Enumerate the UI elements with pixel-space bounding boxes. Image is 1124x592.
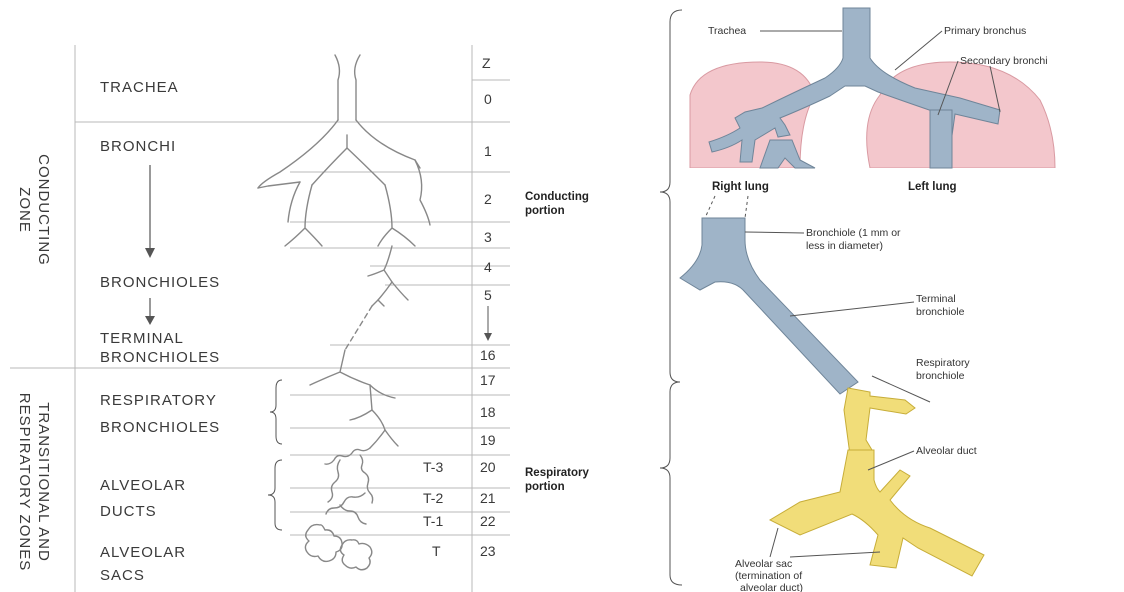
label-alveolar-sac-2: (termination of <box>735 570 802 582</box>
label-respiratory-portion-2: portion <box>525 481 565 493</box>
label-conducting-portion: Conducting <box>525 191 589 203</box>
zone-respiratory-label: TRANSITIONAL AND <box>35 402 52 562</box>
zone-conducting-label-2: ZONE <box>16 187 33 233</box>
left-diagram: CONDUCTING ZONE TRANSITIONAL AND RESPIRA… <box>10 45 510 592</box>
generation-17: 17 <box>480 372 496 388</box>
generation-5: 5 <box>484 287 492 303</box>
label-alveolar-sac: Alveolar sac <box>735 558 792 570</box>
generation-16: 16 <box>480 347 496 363</box>
generation-22: 22 <box>480 513 496 529</box>
airway-tree-outline <box>258 55 430 570</box>
label-trachea: TRACHEA <box>100 79 179 96</box>
label-secondary-bronchi: Secondary bronchi <box>960 55 1048 67</box>
t-label-3: T-3 <box>423 459 443 475</box>
label-terminal-bronchiole: Terminal <box>916 293 956 305</box>
generation-4: 4 <box>484 259 492 275</box>
brace-respiratory-bronchioles <box>270 380 282 444</box>
generation-23: 23 <box>480 543 496 559</box>
right-diagram: Conducting portion Respiratory portion T… <box>525 8 1058 592</box>
label-respiratory-bronchioles: BRONCHIOLES <box>100 419 220 436</box>
label-alveolar-ducts: DUCTS <box>100 503 157 520</box>
label-alveolar-sacs-1: ALVEOLAR <box>100 544 186 561</box>
generation-18: 18 <box>480 404 496 420</box>
z-header: Z <box>482 55 491 71</box>
label-trachea-right: Trachea <box>708 25 746 37</box>
t-label-1: T-1 <box>423 513 443 529</box>
generation-21: 21 <box>480 490 496 506</box>
label-alveolar: ALVEOLAR <box>100 477 186 494</box>
label-primary-bronchus: Primary bronchus <box>944 25 1026 37</box>
label-respiratory-bronchiole-2: bronchiole <box>916 370 965 382</box>
t-label-2: T-2 <box>423 490 443 506</box>
label-bronchioles: BRONCHIOLES <box>100 274 220 291</box>
label-conducting-portion-2: portion <box>525 205 565 217</box>
label-terminal-bronchiole-2: bronchiole <box>916 306 965 318</box>
label-alveolar-duct: Alveolar duct <box>916 445 977 457</box>
t-label-0: T <box>432 543 441 559</box>
generation-19: 19 <box>480 432 496 448</box>
generation-2: 2 <box>484 191 492 207</box>
label-respiratory: RESPIRATORY <box>100 392 217 409</box>
generation-20: 20 <box>480 459 496 475</box>
generation-3: 3 <box>484 229 492 245</box>
main-brace <box>660 10 682 585</box>
zone-respiratory-label-2: RESPIRATORY ZONES <box>16 393 33 571</box>
label-respiratory-portion: Respiratory <box>525 467 590 479</box>
label-alveolar-sacs: SACS <box>100 567 145 584</box>
zone-conducting-label: CONDUCTING <box>35 154 52 266</box>
label-right-lung: Right lung <box>712 181 769 193</box>
generation-arrow <box>484 306 492 341</box>
label-alveolar-sac-3: alveolar duct) <box>740 582 803 592</box>
label-bronchiole-2: less in diameter) <box>806 240 883 252</box>
generation-1: 1 <box>484 143 492 159</box>
label-respiratory-bronchiole: Respiratory <box>916 357 970 369</box>
label-terminal-bronchioles: BRONCHIOLES <box>100 349 220 366</box>
label-bronchiole: Bronchiole (1 mm or <box>806 227 901 239</box>
brace-alveolar-ducts <box>268 460 282 530</box>
label-bronchi: BRONCHI <box>100 138 176 155</box>
flow-arrow-1 <box>145 165 155 258</box>
flow-arrow-2 <box>145 298 155 325</box>
alveolar-duct-shape <box>770 450 984 576</box>
label-terminal: TERMINAL <box>100 330 184 347</box>
label-left-lung: Left lung <box>908 181 957 193</box>
left-secondary-bronchus <box>930 110 952 168</box>
generation-0: 0 <box>484 91 492 107</box>
